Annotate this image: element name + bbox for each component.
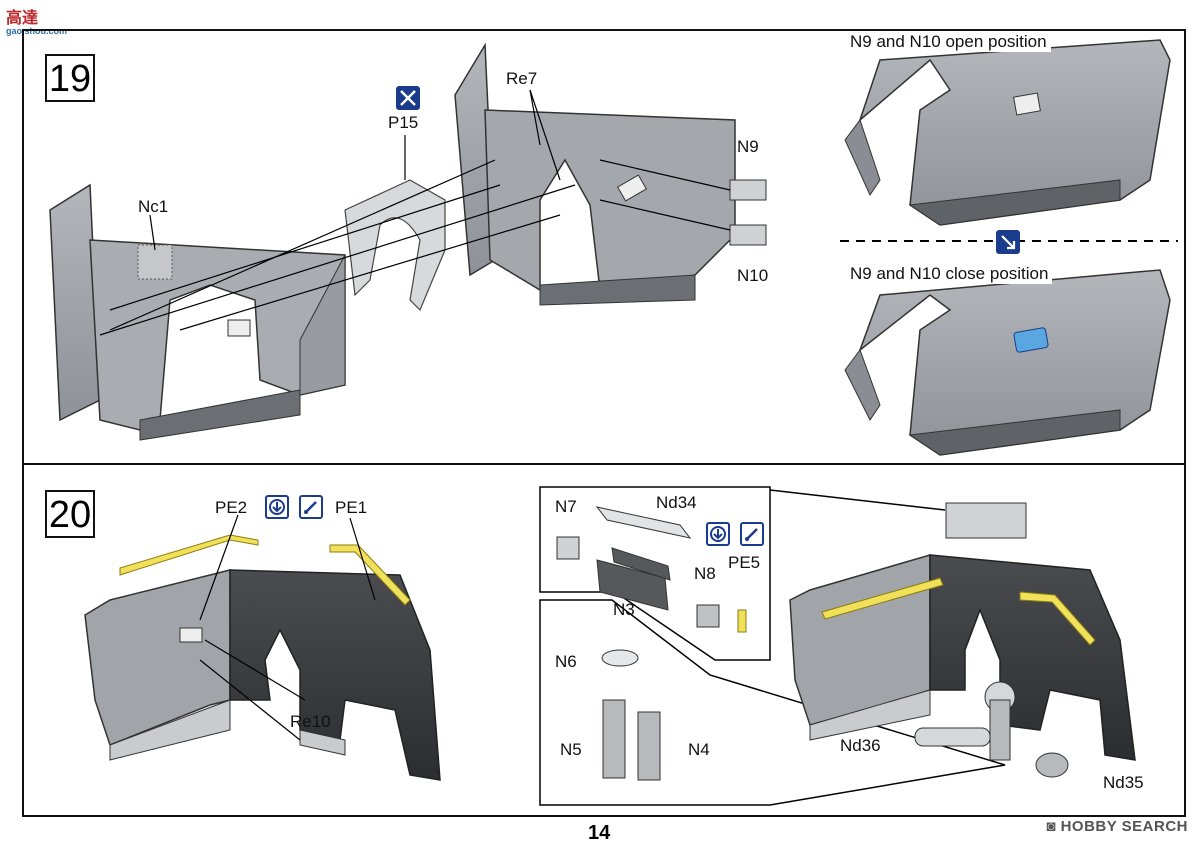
- glue-icon: [299, 495, 323, 519]
- step20-main-assembly: [84, 569, 441, 781]
- label-re7: Re7: [506, 69, 538, 88]
- watermark-logo: 高達 gao.shou.com: [6, 10, 68, 36]
- bend-icon: [706, 522, 730, 546]
- part-nc1: [49, 183, 346, 441]
- label-n8: N8: [694, 564, 716, 583]
- label-n7: N7: [555, 497, 577, 516]
- inset-box-bottom: [539, 599, 1006, 806]
- cut-icon: [396, 86, 420, 110]
- label-pe5: PE5: [728, 553, 761, 572]
- label-re10: Re10: [290, 712, 331, 731]
- glue-icon: [740, 522, 764, 546]
- bend-icon: [265, 495, 289, 519]
- label-p15: P15: [388, 113, 419, 132]
- label-n4: N4: [688, 740, 710, 759]
- part-n9: [729, 179, 767, 201]
- label-n3: N3: [613, 600, 635, 619]
- part-pe2: [119, 534, 259, 576]
- leader-lines: [99, 89, 731, 336]
- arrow-icon: [996, 230, 1020, 254]
- step-19-number: 19: [45, 54, 95, 102]
- open-position-view: [844, 39, 1171, 226]
- camera-icon: ◙: [1046, 818, 1061, 835]
- close-position-view: [844, 269, 1171, 456]
- label-pe2: PE2: [215, 498, 248, 517]
- label-nd35: Nd35: [1103, 773, 1144, 792]
- caption-close-position: N9 and N10 close position: [846, 264, 1053, 284]
- step20-right-assembly: [789, 502, 1136, 778]
- label-nd36: Nd36: [840, 736, 881, 755]
- label-pe1: PE1: [335, 498, 368, 517]
- step-20-number: 20: [45, 490, 95, 538]
- label-nd34: Nd34: [656, 493, 697, 512]
- label-n5: N5: [560, 740, 582, 759]
- step20-leaders: [199, 514, 376, 741]
- instruction-frame: [22, 29, 1186, 817]
- part-middle-panel: [454, 42, 736, 306]
- page-number: 14: [588, 822, 611, 844]
- inset-connector: [769, 489, 946, 511]
- caption-open-position: N9 and N10 open position: [846, 32, 1051, 52]
- label-nc1: Nc1: [138, 197, 169, 216]
- section-divider: [22, 463, 1186, 465]
- label-n10: N10: [737, 266, 769, 285]
- label-n9: N9: [737, 137, 759, 156]
- watermark-brand: ◙ HOBBY SEARCH: [1046, 818, 1188, 835]
- label-n6: N6: [555, 652, 577, 671]
- part-p15: [344, 179, 446, 312]
- part-n10: [729, 224, 767, 246]
